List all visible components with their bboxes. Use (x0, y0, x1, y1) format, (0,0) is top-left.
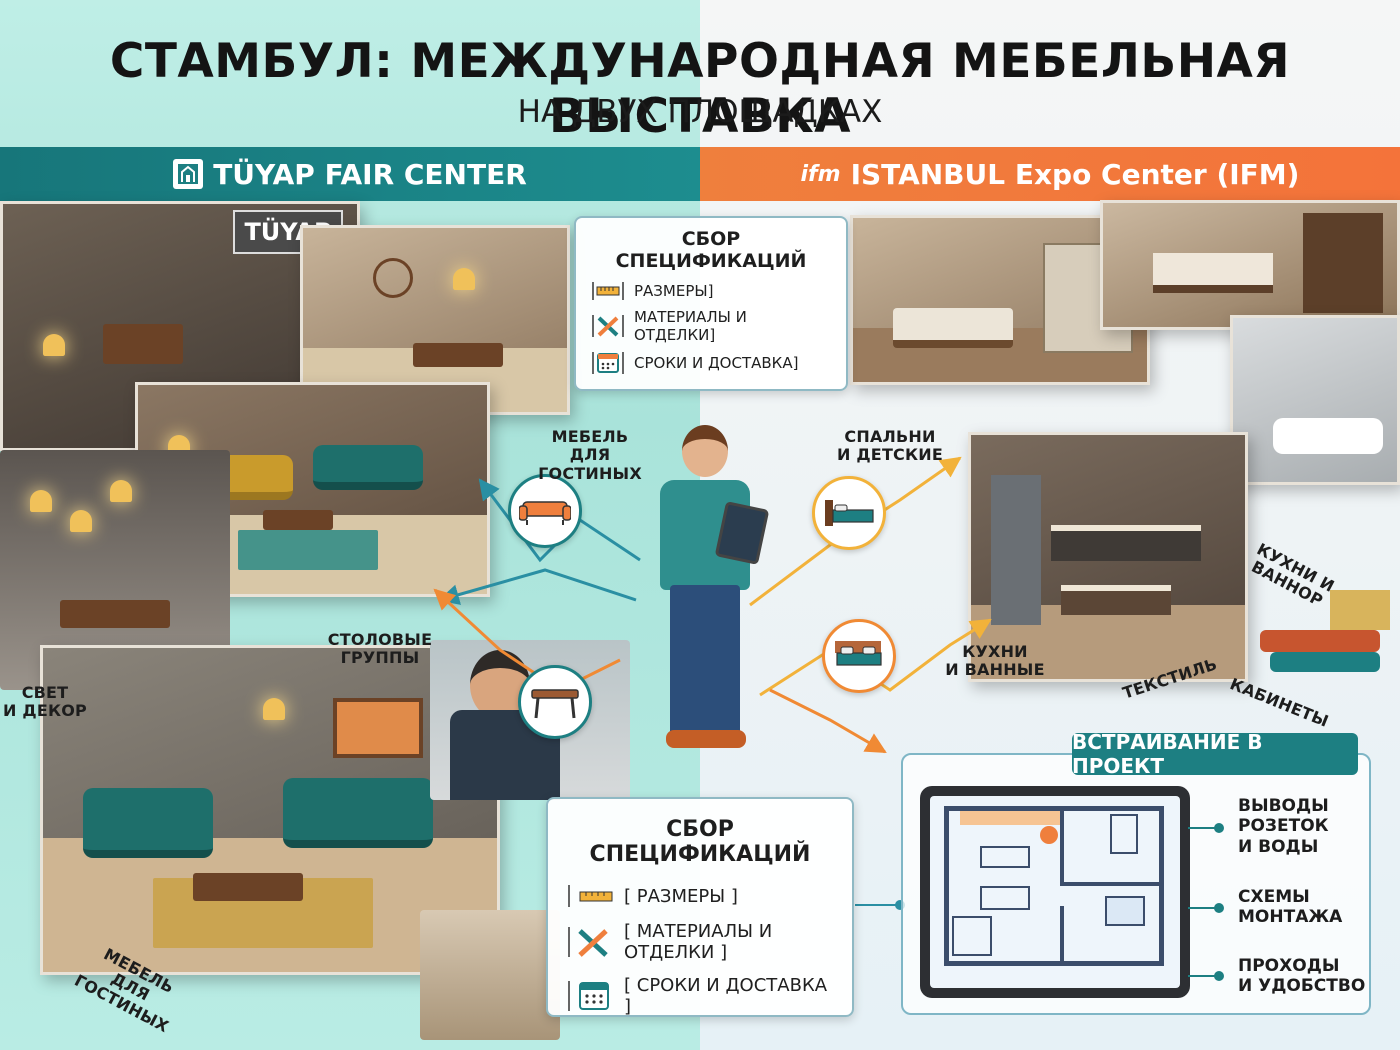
venue-name-ifm: ISTANBUL Expo Center (IFM) (850, 157, 1300, 191)
bullet-icon (1214, 903, 1224, 913)
bullet-icon (1214, 823, 1224, 833)
spec-row-dimensions: [ РАЗМЕРЫ ] (566, 883, 834, 909)
bed-icon (1153, 253, 1273, 293)
spec-row-delivery: СРОКИ И ДОСТАВКА] (590, 350, 832, 376)
bullet-icon (1214, 971, 1224, 981)
bathroom-scene (1230, 315, 1400, 485)
venue-name-tuyap: TÜYAP FAIR CENTER (213, 157, 527, 191)
tools-icon (590, 313, 626, 339)
calendar-icon (566, 979, 616, 1013)
page-title: СТАМБУЛ: МЕЖДУНАРОДНАЯ МЕБЕЛЬНАЯ ВЫСТАВК… (109, 34, 1291, 144)
floor-lamp-icon (263, 698, 285, 720)
ruler-icon (590, 280, 626, 302)
bed-icon (822, 619, 896, 693)
dining-table (60, 600, 170, 628)
label-bedrooms: СПАЛЬНИ И ДЕТСКИЕ (837, 427, 943, 465)
label-dining: СТОЛОВЫЕ ГРУППЫ (327, 630, 433, 668)
pendant-lamp-icon (30, 490, 52, 512)
spec-card-bottom: СБОР СПЕЦИФИКАЦИЙ [ РАЗМЕРЫ ] [ МАТЕРИАЛ… (546, 797, 854, 1017)
label-light-decor: СВЕТ И ДЕКОР (3, 683, 87, 721)
spec-card-title: СБОР СПЕЦИФИКАЦИЙ (615, 228, 807, 272)
page-subtitle: НА ДВУХ ПЛОЩАДКАХ (517, 94, 883, 130)
floor-plan-tablet (920, 786, 1190, 998)
spec-row-delivery: [ СРОКИ И ДОСТАВКА ] (566, 975, 834, 1017)
bathtub-icon (1273, 418, 1383, 454)
spec-row-dimensions: РАЗМЕРЫ] (590, 280, 832, 302)
integration-item-mounting: СХЕМЫ МОНТАЖА (1238, 887, 1343, 928)
floor-plan-icon (930, 796, 1180, 988)
spec-row-materials: МАТЕРИАЛЫ И ОТДЕЛКИ] (590, 308, 832, 344)
coffee-table (193, 873, 303, 901)
spec-card-top: СБОР СПЕЦИФИКАЦИЙ РАЗМЕРЫ] МАТЕРИАЛЫ И О… (574, 216, 848, 391)
bed-icon (893, 308, 1013, 348)
kitchen-scene (968, 432, 1248, 682)
kitchen-counter (1051, 525, 1201, 561)
venue-banner-tuyap: TÜYAP FAIR CENTER (0, 147, 700, 201)
sofa-teal (283, 778, 433, 848)
venue-banner-ifm: ifm ISTANBUL Expo Center (IFM) (700, 147, 1400, 201)
pendant-lamp-icon (110, 480, 132, 502)
coffee-table (263, 510, 333, 530)
dining-table (413, 343, 503, 367)
bedroom-scene-2 (1100, 200, 1400, 330)
building-icon (173, 159, 204, 189)
label-kitchens-bath: КУХНИ И ВАННЫЕ (945, 642, 1045, 680)
pendant-lamp-icon (70, 510, 92, 532)
bed-icon (812, 476, 886, 550)
integration-title: ВСТРАИВАНИЕ В ПРОЕКТ (1072, 730, 1358, 778)
wall-art-icon (333, 698, 423, 758)
label-living-top: МЕБЕЛЬ ДЛЯ ГОСТИНЫХ (538, 427, 642, 483)
dining-table-icon (518, 665, 592, 739)
bookcase-icon (1303, 213, 1383, 313)
sofa-teal (313, 445, 423, 490)
consultant-person (640, 425, 770, 755)
textile-samples-scene (1240, 590, 1400, 700)
mirror-icon (373, 258, 413, 298)
booth-table (103, 324, 183, 364)
sofa-teal (83, 788, 213, 858)
spec-row-materials: [ МАТЕРИАЛЫ И ОТДЕЛКИ ] (566, 921, 834, 963)
integration-item-passages: ПРОХОДЫ И УДОБСТВО (1238, 956, 1366, 997)
tools-icon (566, 925, 616, 959)
sofa-icon (508, 474, 582, 548)
connector-lines (1188, 827, 1216, 977)
calendar-icon (590, 350, 626, 376)
fridge-icon (991, 475, 1041, 625)
pendant-lamp-icon (453, 268, 475, 290)
integration-item-outlets: ВЫВОДЫ РОЗЕТОК И ВОДЫ (1238, 796, 1329, 857)
ifm-logo: ifm (800, 161, 841, 187)
spec-card-title: СБОР СПЕЦИФИКАЦИЙ (589, 817, 811, 867)
ruler-icon (566, 883, 616, 909)
kitchen-island (1061, 585, 1171, 615)
material-samples-scene (420, 910, 560, 1040)
lamp-icon (43, 334, 65, 356)
